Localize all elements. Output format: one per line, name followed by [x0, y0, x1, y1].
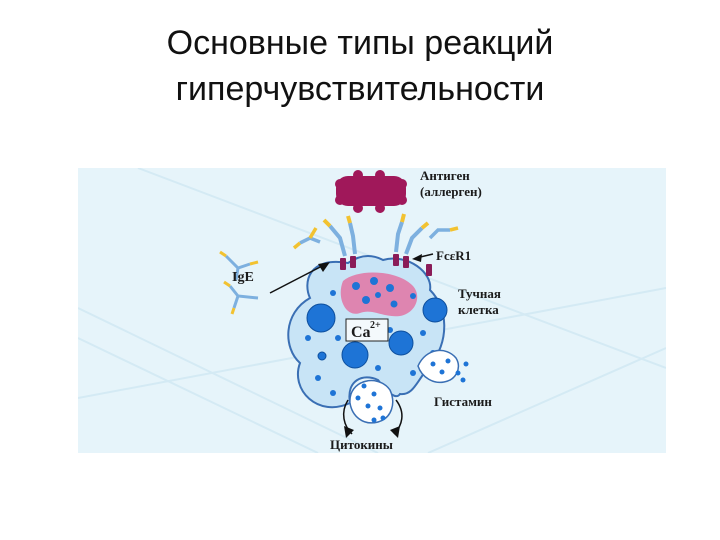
ige-label: IgE: [232, 270, 254, 285]
calcium-charge-label: 2+: [370, 320, 381, 331]
title-line-1: Основные типы реакций: [166, 24, 554, 62]
fcer1-arrowhead: [412, 254, 422, 262]
cytokine-particles: [355, 383, 386, 423]
hypersensitivity-diagram: Ca 2+: [78, 168, 666, 453]
slide-title: Основные типы реакций гиперчувствительно…: [0, 20, 720, 112]
ige-arrowhead: [318, 262, 330, 272]
calcium-label: Ca: [351, 324, 371, 341]
antigen: [335, 170, 407, 213]
mast-cell-label-line2: клетка: [458, 302, 499, 317]
title-line-2: гиперчувствительности: [175, 70, 545, 108]
cytokine-arrowheads: [344, 426, 400, 438]
large-granules: [306, 297, 448, 369]
antigen-label-line1: Антиген: [420, 168, 470, 183]
free-ige-upper: [219, 250, 259, 281]
bound-ige-left: [322, 215, 357, 257]
side-ige-antibodies: [292, 226, 459, 250]
fcer1-label: FcεR1: [436, 248, 471, 263]
free-ige-lower: [223, 280, 259, 315]
bound-ige-right: [394, 213, 430, 255]
fce-receptors: [340, 254, 432, 276]
cytokines-label: Цитокины: [330, 437, 393, 452]
histamine-label: Гистамин: [434, 394, 492, 409]
antigen-label-line2: (аллерген): [420, 184, 482, 199]
ige-arrow: [269, 263, 327, 294]
histamine-particles: [430, 358, 469, 383]
nucleus-granules: [352, 277, 398, 308]
calcium-box: [345, 318, 389, 342]
mast-cell-label-line1: Тучная: [458, 286, 501, 301]
cytokine-vesicle: [349, 379, 394, 424]
